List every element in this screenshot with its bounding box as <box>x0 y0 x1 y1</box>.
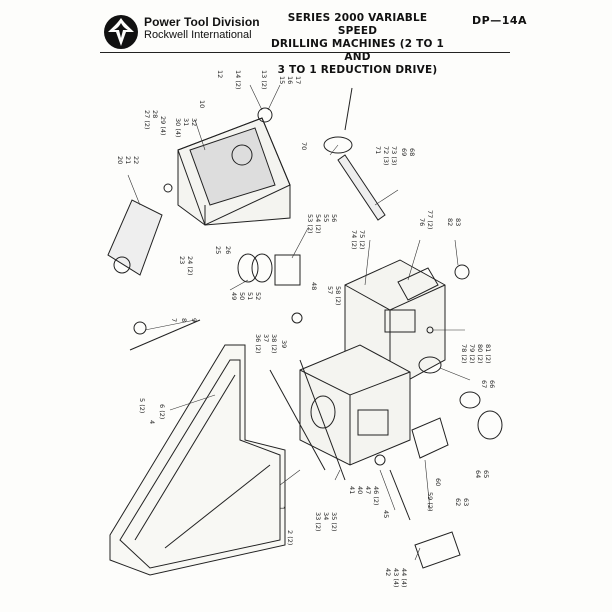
part-label: 53 (2) <box>306 214 314 234</box>
part-label: 67 <box>480 380 488 388</box>
part-label: 44 (4) <box>400 568 408 588</box>
part-number-labels: 30 (4) 31 32 10 12 14 (2) 13 (2) 15 16 1… <box>116 70 496 588</box>
part-label: 25 <box>214 246 222 254</box>
part-label: 75 (2) <box>358 230 366 250</box>
part-label: 73 (3) <box>390 146 398 166</box>
part-label: 39 <box>280 340 288 348</box>
part-label: 50 <box>238 292 246 300</box>
part-label: 79 (2) <box>468 344 476 364</box>
part-label: 29 (4) <box>159 116 167 136</box>
part-label: 43 (4) <box>392 568 400 588</box>
part-label: 57 <box>326 286 334 294</box>
brand-company: Rockwell International <box>144 29 252 41</box>
part-label: 21 <box>124 156 132 164</box>
part-label: 38 (2) <box>270 334 278 354</box>
part-label: 24 (2) <box>186 256 194 276</box>
part-label: 12 <box>216 70 224 78</box>
brand-name: Power Tool Division <box>144 15 260 29</box>
document-title: SERIES 2000 VARIABLE SPEED DRILLING MACH… <box>270 12 445 77</box>
part-label: 34 <box>322 512 330 520</box>
part-label: 47 <box>364 486 372 494</box>
part-label: 72 (3) <box>382 146 390 166</box>
part-label: 36 (2) <box>254 334 262 354</box>
brand-block: Power Tool Division Rockwell Internation… <box>144 16 260 42</box>
part-label: 64 <box>474 470 482 478</box>
part-label: 83 <box>454 218 462 226</box>
part-label: 68 <box>408 148 416 156</box>
part-label: 1 <box>278 506 286 510</box>
part-label: 70 <box>300 142 308 150</box>
part-label: 81 (2) <box>484 344 492 364</box>
part-label: 82 <box>446 218 454 226</box>
part-label: 59 (2) <box>426 492 434 512</box>
rockwell-logo-icon <box>104 15 138 49</box>
part-label: 63 <box>462 498 470 506</box>
part-label: 28 <box>151 110 159 118</box>
part-label: 71 <box>374 146 382 154</box>
part-label: 69 <box>400 148 408 156</box>
part-label: 9 <box>190 318 198 322</box>
document-number: DP—14A <box>472 14 528 27</box>
header-divider <box>100 52 510 53</box>
part-label: 16 <box>286 76 294 84</box>
part-label: 10 <box>198 100 206 108</box>
part-label: 66 <box>488 380 496 388</box>
part-label: 8 <box>180 318 188 322</box>
part-label: 52 <box>254 292 262 300</box>
part-label: 58 (2) <box>334 286 342 306</box>
part-label: 7 <box>170 318 178 322</box>
part-label: 46 (2) <box>372 486 380 506</box>
part-label: 23 <box>178 256 186 264</box>
part-label: 26 <box>224 246 232 254</box>
part-label: 80 (2) <box>476 344 484 364</box>
part-label: 5 (2) <box>138 398 146 413</box>
part-label: 15 <box>278 76 286 84</box>
part-label: 32 <box>190 118 198 126</box>
part-label: 42 <box>384 568 392 576</box>
part-label: 45 <box>382 510 390 518</box>
part-label: 14 (2) <box>234 70 242 90</box>
part-label: 4 <box>148 420 156 424</box>
part-label: 60 <box>434 478 442 486</box>
part-label: 20 <box>116 156 124 164</box>
part-label: 41 <box>348 486 356 494</box>
title-line: DRILLING MACHINES (2 TO 1 AND <box>270 38 445 63</box>
part-label: 30 (4) <box>174 118 182 138</box>
part-label: 74 (2) <box>350 230 358 250</box>
part-label: 6 (2) <box>158 404 166 419</box>
part-label: 77 (2) <box>426 210 434 230</box>
part-label: 35 (2) <box>330 512 338 532</box>
part-label: 55 <box>322 214 330 222</box>
part-label: 54 (2) <box>314 214 322 234</box>
part-label: 78 (2) <box>460 344 468 364</box>
part-label: 51 <box>246 292 254 300</box>
part-label: 2 (2) <box>286 530 294 545</box>
part-label: 27 (2) <box>143 110 151 130</box>
part-label: 65 <box>482 470 490 478</box>
part-label: 62 <box>454 498 462 506</box>
part-label: 17 <box>294 76 302 84</box>
title-line: SERIES 2000 VARIABLE SPEED <box>287 12 428 37</box>
part-label: 31 <box>182 118 190 126</box>
part-label: 33 (2) <box>314 512 322 532</box>
part-label: 37 <box>262 334 270 342</box>
part-label: 49 <box>230 292 238 300</box>
part-label: 22 <box>132 156 140 164</box>
part-label: 56 <box>330 214 338 222</box>
part-label: 40 <box>356 486 364 494</box>
part-label: 76 <box>418 218 426 226</box>
title-line: 3 TO 1 REDUCTION DRIVE) <box>277 64 438 76</box>
part-label: 13 (2) <box>260 70 268 90</box>
part-label: 48 <box>310 282 318 290</box>
